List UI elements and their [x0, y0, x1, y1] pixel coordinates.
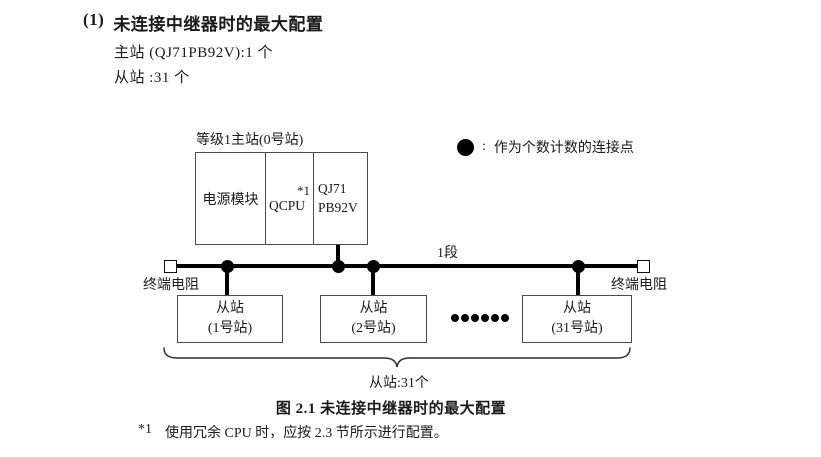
master-count-line: 主站 (QJ71PB92V):1 个 [114, 45, 274, 61]
footnote: *1 使用冗余 CPU 时，应按 2.3 节所示进行配置。 [138, 422, 448, 442]
slave-station-number: (2号站) [351, 321, 396, 336]
ellipsis-dots [451, 314, 509, 322]
connector-line-slave2 [371, 268, 375, 295]
network-module-line1: QJ71 [318, 181, 347, 197]
network-module-line2: PB92V [318, 199, 358, 215]
footnote-marker: *1 [138, 422, 152, 437]
master-station-box: 电源模块 *1 QCPU QJ71 PB92V [195, 152, 368, 245]
ellipsis-dot [501, 314, 509, 322]
connection-dot [572, 260, 585, 273]
ellipsis-dot [481, 314, 489, 322]
cpu-footnote-ref: *1 [297, 183, 310, 198]
ellipsis-dot [461, 314, 469, 322]
terminating-resistor-left [164, 260, 177, 273]
connector-line-slave1 [225, 268, 229, 295]
slave-station-box-2: 从站 (2号站) [320, 295, 427, 343]
connection-dot [367, 260, 380, 273]
brace [163, 347, 631, 368]
connection-dot-icon [457, 138, 474, 156]
heading-title: 未连接中继器时的最大配置 [113, 15, 324, 34]
ellipsis-dot [471, 314, 479, 322]
slave-station-box-1: 从站 (1号站) [177, 295, 283, 343]
figure-caption: 图 2.1 未连接中继器时的最大配置 [275, 401, 507, 417]
slave-count-line: 从站 :31 个 [114, 70, 190, 86]
ellipsis-dot [451, 314, 459, 322]
heading-number: (1) [83, 10, 105, 29]
connection-dot [332, 260, 345, 273]
slave-name: 从站 [563, 301, 591, 317]
master-station-label: 等级1主站(0号站) [196, 133, 304, 148]
cpu-module-cell: *1 QCPU [266, 153, 314, 244]
connection-dot [221, 260, 234, 273]
ellipsis-dot [491, 314, 499, 322]
legend: : 作为个数计数的连接点 [457, 137, 634, 157]
slave-station-number: (31号站) [551, 321, 603, 336]
terminating-resistor-right [637, 260, 650, 273]
slave-name: 从站 [216, 301, 244, 317]
power-module-cell: 电源模块 [196, 153, 266, 244]
legend-colon: : [482, 139, 486, 154]
slave-name: 从站 [359, 301, 388, 317]
terminator-label-left: 终端电阻 [143, 278, 199, 293]
terminator-label-right: 终端电阻 [611, 278, 667, 293]
footnote-text: 使用冗余 CPU 时，应按 2.3 节所示进行配置。 [165, 426, 448, 441]
network-module-cell: QJ71 PB92V [314, 153, 367, 244]
power-module-label: 电源模块 [202, 192, 259, 208]
cpu-module-label: QCPU [269, 198, 306, 213]
connector-line-master [336, 245, 340, 266]
slave-total-label: 从站:31个 [369, 376, 429, 391]
bus-line [170, 264, 644, 268]
slave-station-box-31: 从站 (31号站) [522, 295, 632, 343]
segment-label: 1段 [437, 246, 458, 261]
connector-line-slave31 [576, 268, 580, 295]
section-heading: (1) 未连接中继器时的最大配置 [83, 10, 323, 35]
legend-text: 作为个数计数的连接点 [493, 141, 634, 156]
slave-station-number: (1号站) [207, 321, 253, 336]
